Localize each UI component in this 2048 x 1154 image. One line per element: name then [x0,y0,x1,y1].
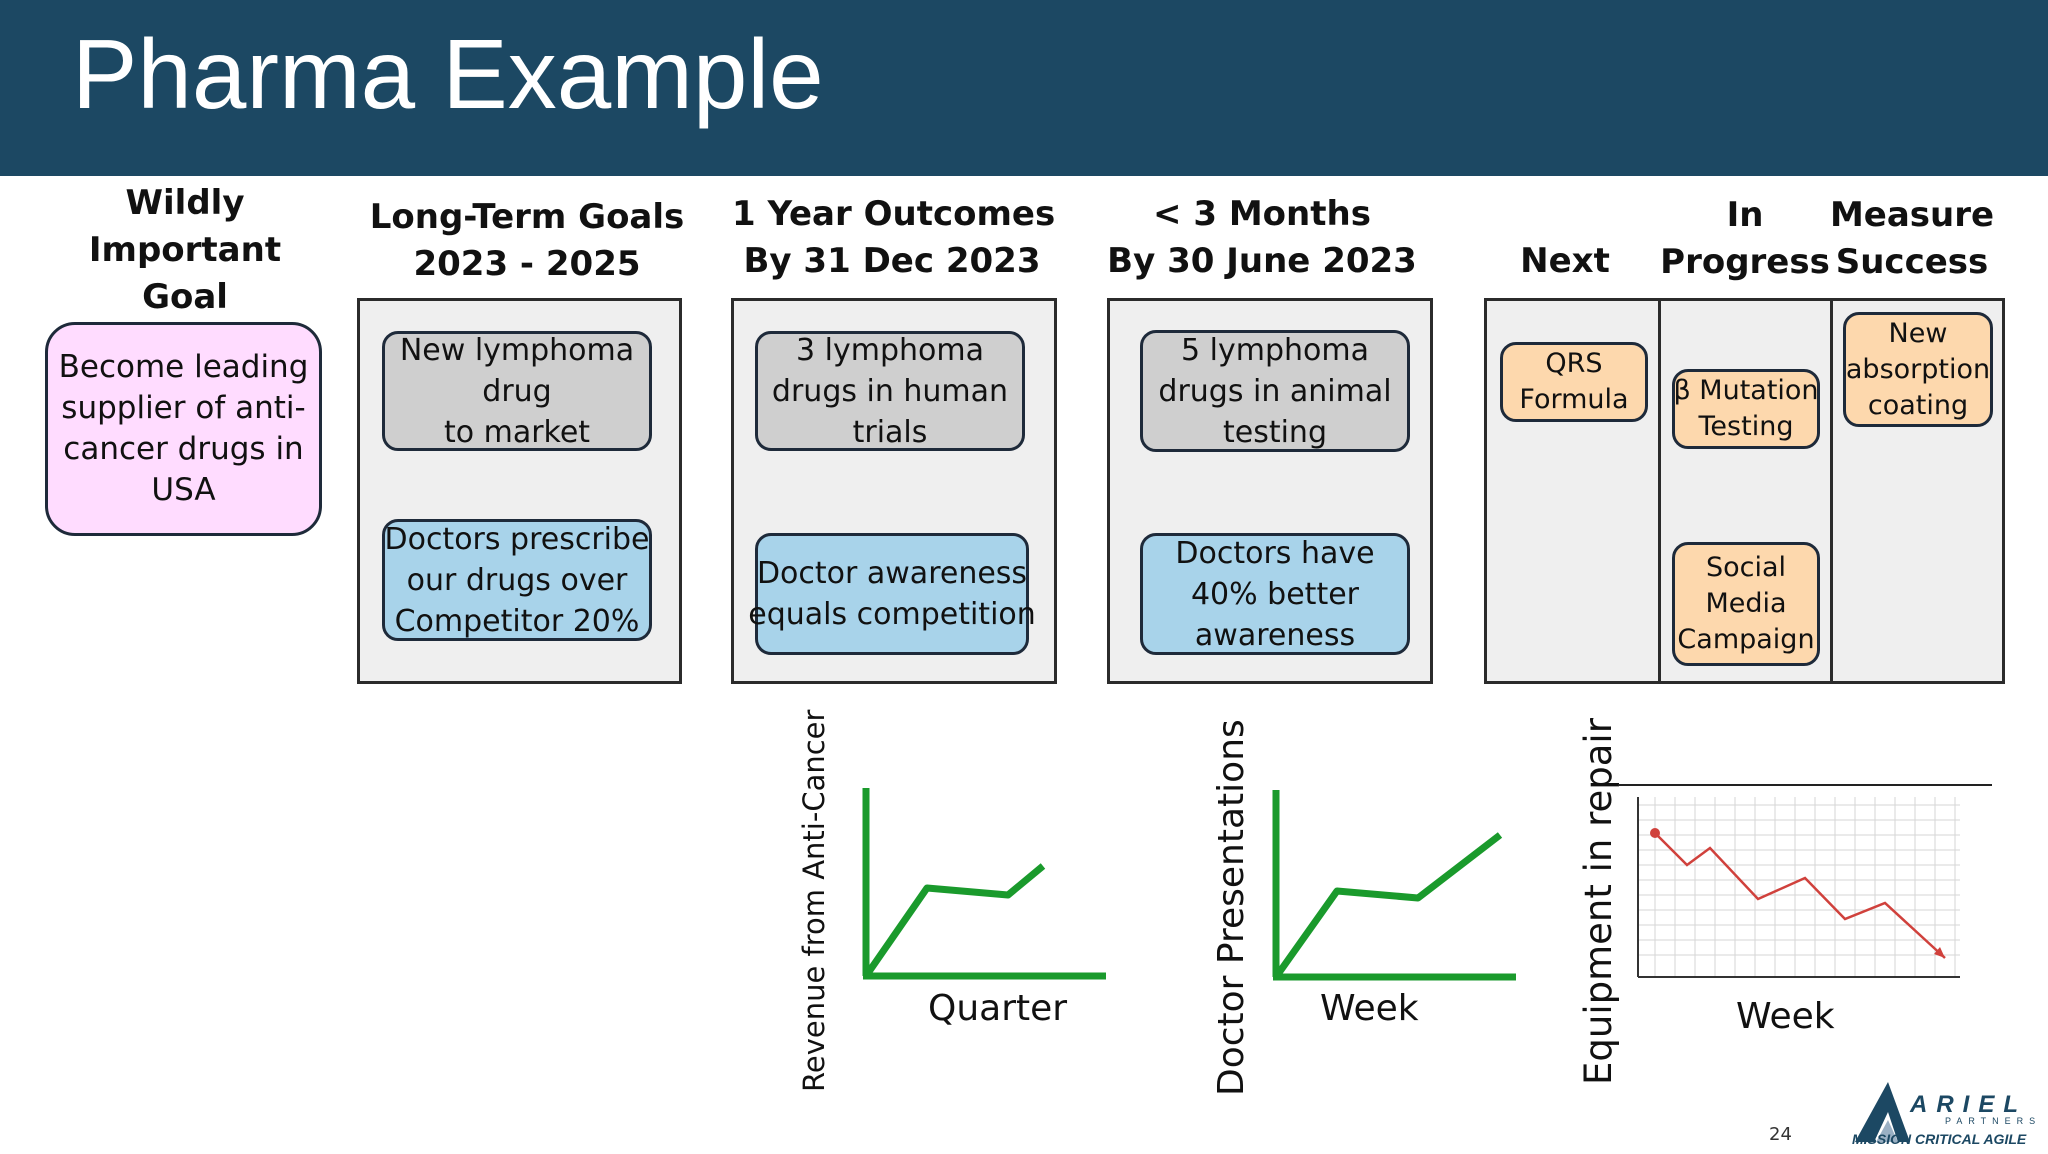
long-term-bottom-box: Doctors prescribe our drugs over Competi… [382,519,652,641]
box-line: Doctors have [1175,535,1375,571]
long-term-top-box: New lymphoma drug to market [382,331,652,451]
revenue-chart-xlabel: Quarter [928,988,1068,1029]
repair-start-point [1650,828,1660,838]
box-line: to market [443,414,591,450]
goal-line: USA [151,472,216,508]
heading-in-progress: In Progress [1660,192,1830,286]
heading-line: 1 Year Outcomes [732,194,1056,234]
card-line: β Mutation [1673,375,1819,406]
title-bar: Pharma Example [0,0,2048,176]
three-months-bottom-box: Doctors have 40% better awareness [1140,533,1410,655]
heading-line: Wildly [125,183,245,223]
page-number: 24 [1769,1124,1792,1145]
box-line: drug [482,373,552,409]
repair-trend-chart [1618,784,1992,978]
card-social-media-campaign: Social Media Campaign [1672,542,1820,666]
card-line: Formula [1519,384,1629,415]
heading-line: By 31 Dec 2023 [743,241,1041,281]
heading-line: Next [1520,241,1610,281]
svg-text:ARIEL: ARIEL [1909,1091,2027,1118]
presentations-chart-xlabel: Week [1320,988,1419,1029]
box-line: Doctors prescribe [384,521,650,557]
goal-line: cancer drugs in [63,431,304,467]
card-line: QRS [1545,348,1603,379]
one-year-bottom-box: Doctor awareness equals competition [748,533,1036,655]
box-line: drugs in human [771,373,1009,409]
heading-long-term-goals: Long-Term Goals 2023 - 2025 [357,194,697,288]
heading-three-months: < 3 Months By 30 June 2023 [1102,191,1422,285]
box-line: testing [1222,414,1327,450]
goal-line: supplier of anti- [61,390,306,426]
box-line: awareness [1194,617,1356,653]
heading-next: Next [1490,238,1640,285]
box-line: trials [852,414,928,450]
revenue-trend-line [863,863,1046,978]
heading-line: Progress [1660,242,1830,282]
repair-trend-line [1654,832,1946,959]
heading-line: < 3 Months [1153,194,1371,234]
one-year-top-box: 3 lymphoma drugs in human trials [755,331,1025,451]
box-line: 5 lymphoma [1181,332,1369,368]
heading-line: By 30 June 2023 [1107,241,1417,281]
repair-end-arrow [1934,947,1945,958]
presentations-trend-line [1273,832,1503,980]
heading-line: Measure [1829,195,1995,235]
goal-line: Become leading [58,349,309,385]
card-line: Social [1705,552,1787,583]
slide-title: Pharma Example [72,19,824,129]
heading-line: Important [88,230,282,270]
box-line: Competitor 20% [394,603,640,639]
heading-line: In [1726,195,1764,235]
wig-goal-box: Become leading supplier of anti- cancer … [45,322,322,536]
repair-grid [1638,797,1960,977]
box-line: New lymphoma [399,332,635,368]
presentations-trend-chart [1272,790,1516,981]
box-line: drugs in animal [1158,373,1392,409]
svg-text:PARTNERS: PARTNERS [1945,1116,2041,1126]
heading-wildly-important-goal: Wildly Important Goal [60,180,310,321]
box-line: equals competition [748,597,1036,632]
three-months-top-box: 5 lymphoma drugs in animal testing [1140,330,1410,452]
card-line: Testing [1698,411,1794,442]
box-line: 40% better [1190,576,1360,612]
card-line: Campaign [1677,624,1815,655]
heading-line: Success [1835,242,1989,282]
heading-line: Goal [142,277,228,317]
heading-line: 2023 - 2025 [413,244,641,284]
card-beta-mutation-testing: β Mutation Testing [1672,369,1820,449]
revenue-chart-ylabel: Revenue from Anti-Cancer [797,709,831,1092]
card-line: Media [1705,588,1787,619]
card-qrs-formula: QRS Formula [1500,342,1648,422]
box-line: 3 lymphoma [796,332,984,368]
repair-chart-xlabel: Week [1736,996,1835,1037]
card-line: New [1888,317,1948,349]
svg-text:MISSION CRITICAL AGILE: MISSION CRITICAL AGILE [1852,1131,2027,1147]
box-line: our drugs over [406,562,628,598]
ariel-partners-logo: ARIEL PARTNERS MISSION CRITICAL AGILE [1850,1080,2045,1154]
heading-one-year-outcomes: 1 Year Outcomes By 31 Dec 2023 [732,191,1056,285]
card-line: absorption [1845,353,1991,385]
card-line: coating [1867,389,1969,421]
revenue-trend-chart [862,788,1106,980]
heading-line: Long-Term Goals [369,197,685,237]
heading-measure-success: Measure Success [1822,192,2002,286]
presentations-chart-ylabel: Doctor Presentations [1211,719,1252,1096]
box-line: Doctor awareness [756,556,1028,591]
card-new-absorption-coating: New absorption coating [1843,312,1993,427]
